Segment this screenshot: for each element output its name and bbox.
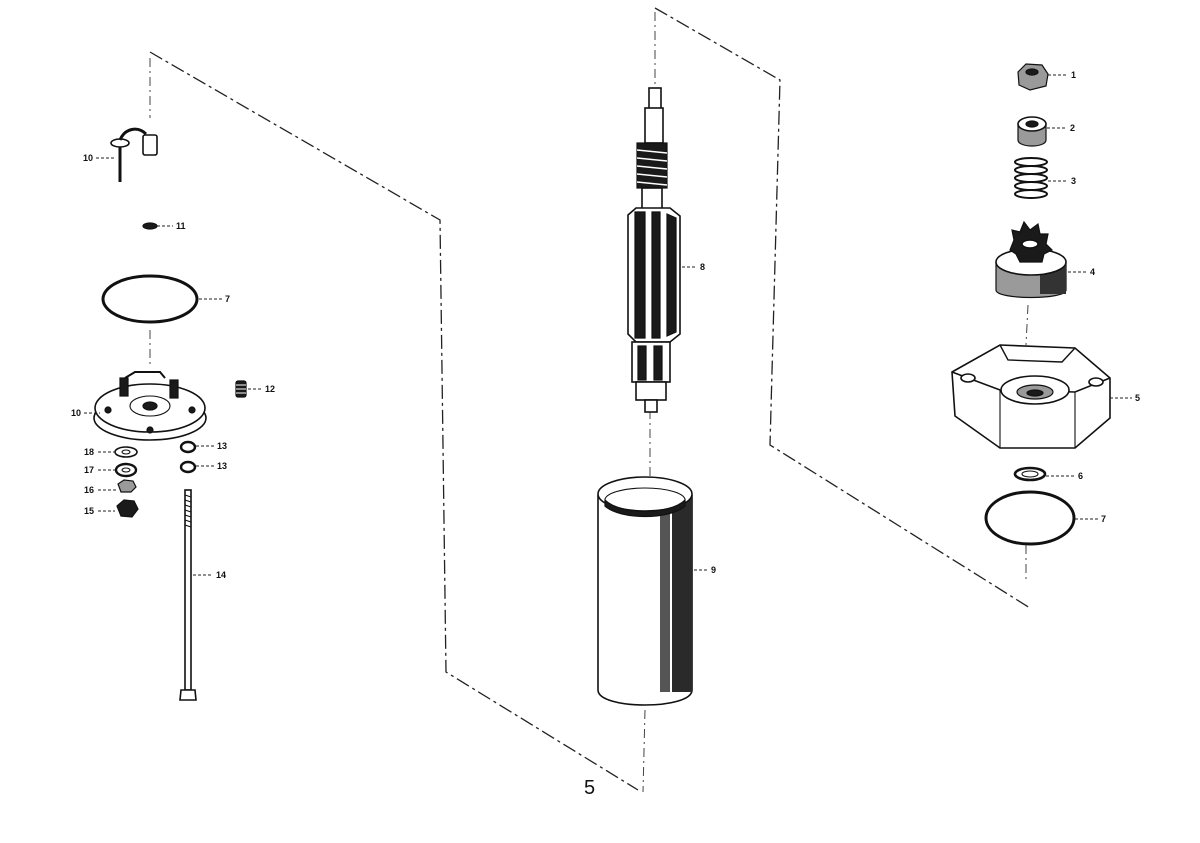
washer-part-17-hole bbox=[121, 467, 131, 473]
washer-part-6 bbox=[1013, 466, 1047, 482]
left-assembly-frame bbox=[149, 51, 639, 791]
callout-10-plate: 10 bbox=[71, 408, 81, 418]
washer-part-13-lower bbox=[179, 460, 197, 474]
callout-6: 6 bbox=[1078, 471, 1083, 481]
o-ring-part-7-right bbox=[984, 490, 1076, 546]
callout-3: 3 bbox=[1071, 176, 1076, 186]
callout-13-lower: 13 bbox=[217, 461, 227, 471]
drive-housing-part-5 bbox=[951, 344, 1111, 449]
callout-13-upper: 13 bbox=[217, 441, 227, 451]
callout-15: 15 bbox=[84, 506, 94, 516]
callout-9: 9 bbox=[711, 565, 716, 575]
callout-10-terminal: 10 bbox=[83, 153, 93, 163]
callout-7-left: 7 bbox=[225, 294, 230, 304]
figure-number: 5 bbox=[584, 777, 595, 799]
nut-part-15 bbox=[116, 499, 139, 518]
o-ring-part-7-left bbox=[101, 274, 199, 324]
washer-part-17 bbox=[114, 462, 138, 478]
callout-16: 16 bbox=[84, 485, 94, 495]
brush-spring-part-12 bbox=[235, 380, 247, 398]
nut-part-16 bbox=[117, 479, 137, 493]
brush-plate-part-10 bbox=[93, 371, 207, 441]
callout-5: 5 bbox=[1135, 393, 1140, 403]
callout-8: 8 bbox=[700, 262, 705, 272]
leader-lines bbox=[84, 74, 1132, 576]
right-assembly-frame bbox=[654, 7, 1031, 609]
callout-1: 1 bbox=[1071, 70, 1076, 80]
center-axis-bottom bbox=[642, 709, 646, 793]
callout-17: 17 bbox=[84, 465, 94, 475]
callout-11: 11 bbox=[176, 221, 186, 231]
washer-part-11 bbox=[142, 222, 158, 230]
collar-part-2 bbox=[1017, 116, 1047, 147]
callout-14: 14 bbox=[216, 570, 226, 580]
through-bolt-part-14 bbox=[179, 489, 197, 701]
washer-part-13-upper bbox=[179, 440, 197, 454]
callout-18: 18 bbox=[84, 447, 94, 457]
drive-pinion-part-4 bbox=[995, 220, 1067, 299]
field-housing-part-9 bbox=[597, 476, 693, 706]
callout-12: 12 bbox=[265, 384, 275, 394]
armature-part-8 bbox=[627, 87, 681, 413]
terminal-stud-part-10 bbox=[110, 127, 158, 182]
spring-part-3 bbox=[1014, 157, 1048, 199]
washer-part-18 bbox=[114, 446, 138, 458]
callout-7-right: 7 bbox=[1101, 514, 1106, 524]
callout-4: 4 bbox=[1090, 267, 1095, 277]
callout-2: 2 bbox=[1070, 123, 1075, 133]
washer-part-18-hole bbox=[121, 449, 131, 455]
right-axis-mid bbox=[1025, 304, 1029, 346]
nut-part-1 bbox=[1017, 63, 1049, 91]
